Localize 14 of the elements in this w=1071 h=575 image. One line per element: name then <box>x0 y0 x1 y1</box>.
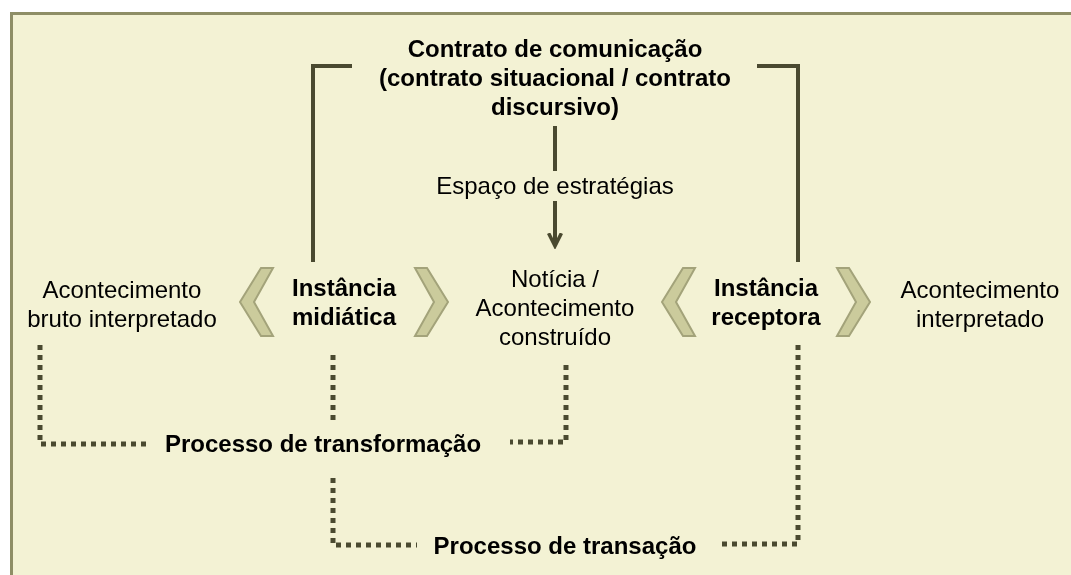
dotted-connector <box>510 365 569 445</box>
process-text: Processo de transformação <box>164 428 482 458</box>
dotted-connector <box>330 478 417 548</box>
contract-heading: Contrato de comunicação (contrato situacional / contrato discursivo) <box>378 33 732 121</box>
process-text: Processo de transação <box>433 530 697 560</box>
dotted-connector <box>720 345 801 547</box>
event-text: Acontecimento interpretado <box>899 275 1061 333</box>
event-text: Notícia / Acontecimento construído <box>474 263 636 351</box>
dotted-connector <box>37 345 146 447</box>
connector-line <box>311 64 352 262</box>
instance-text: Instância receptora <box>710 273 822 331</box>
connector-line <box>757 64 800 262</box>
instance-text: Instância midiática <box>290 273 398 331</box>
event-text: Acontecimento bruto interpretado <box>26 275 218 333</box>
